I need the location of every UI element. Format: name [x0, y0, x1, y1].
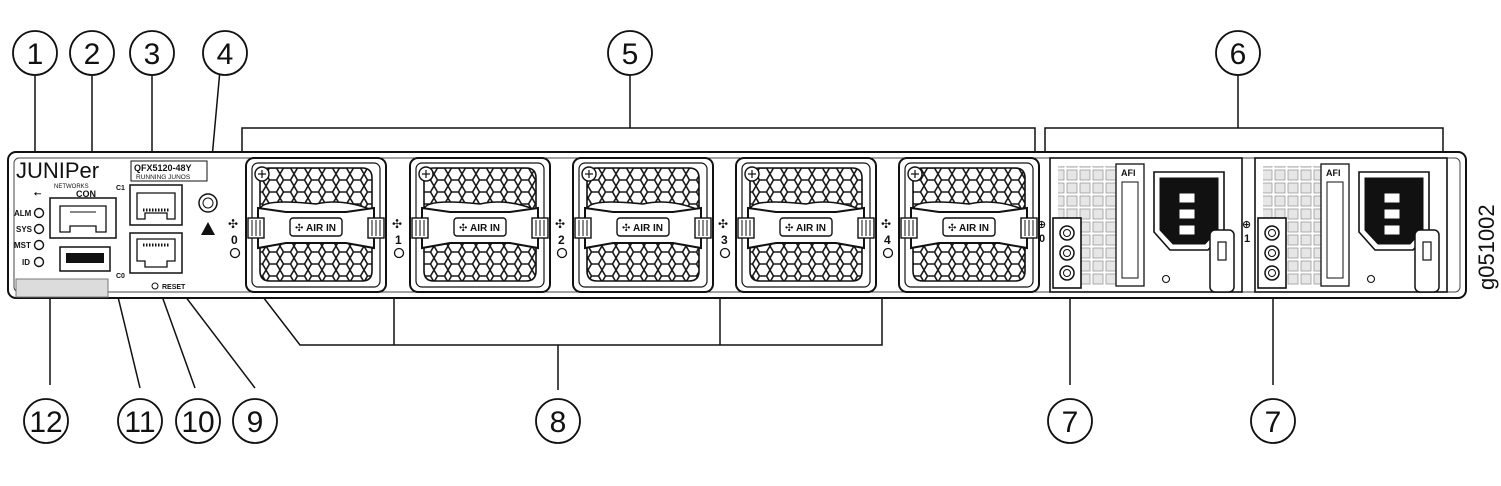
callout-10: 10 — [181, 406, 214, 439]
air-in-label: AIR IN — [470, 223, 500, 234]
fan-number: 2 — [558, 233, 565, 247]
model-name: QFX5120-48Y — [134, 163, 192, 173]
c0-label: C0 — [116, 273, 125, 280]
callout-2: 2 — [84, 38, 101, 71]
psu-0[interactable]: AFI — [1049, 157, 1243, 293]
fan-led-4 — [882, 247, 894, 259]
air-in-label: AIR IN — [959, 223, 989, 234]
fan-status-icon: ✣ — [718, 217, 728, 231]
led-label-sys: SYS — [16, 225, 33, 234]
model-sub: RUNNING JUNOS — [136, 174, 191, 181]
air-in-label: AIR IN — [306, 223, 336, 234]
led-label-mst: MST — [14, 241, 31, 250]
fan-module-4[interactable]: ✣AIR IN — [898, 157, 1040, 293]
fan-led-0 — [229, 247, 241, 259]
fan-number: 3 — [721, 233, 728, 247]
callout-6: 6 — [1230, 38, 1247, 71]
c1-label: C1 — [116, 185, 125, 192]
fan-icon: ✣ — [622, 223, 630, 234]
fan-number: 0 — [231, 233, 238, 247]
callout-12: 12 — [29, 406, 62, 439]
graphic-id: g051002 — [1474, 204, 1499, 290]
fan-module-0[interactable]: ✣AIR IN — [245, 157, 387, 293]
callout-11: 11 — [124, 406, 155, 439]
fan-led-2 — [556, 247, 568, 259]
power-icon: ⊕ — [1037, 219, 1046, 231]
callout-numbers: 1 2 3 4 5 6 7 7 12 11 10 9 8 — [27, 38, 1282, 439]
air-in-label: AIR IN — [796, 223, 826, 234]
console-port — [49, 197, 117, 239]
callout-circles — [12, 30, 1296, 444]
psu-1[interactable]: AFI — [1254, 157, 1448, 293]
usb-symbol: ⭠ — [34, 188, 42, 198]
reset-button — [151, 282, 159, 290]
callout-9: 9 — [247, 406, 264, 439]
air-in-label: AIR IN — [633, 223, 663, 234]
fan-icon: ✣ — [295, 223, 303, 234]
serial-label-tab — [15, 278, 109, 298]
logo-networks: NETWORKS — [54, 184, 89, 190]
afi-label: AFI — [1326, 168, 1341, 178]
fan-module-3[interactable]: ✣AIR IN — [735, 157, 877, 293]
led-sys — [33, 223, 45, 235]
fan-led-1 — [393, 247, 405, 259]
reset-label: RESET — [162, 284, 186, 291]
callout-7b: 7 — [1265, 406, 1282, 439]
led-mst — [33, 239, 45, 251]
psu-number: 1 — [1244, 233, 1250, 245]
fan-module-2[interactable]: ✣AIR IN — [572, 157, 714, 293]
callout-7a: 7 — [1062, 406, 1079, 439]
led-alm — [33, 207, 45, 219]
fan-icon: ✣ — [785, 223, 793, 234]
fan-icon: ✣ — [948, 223, 956, 234]
power-supplies: AFI ⊕ 0 AFI ⊕ 1 — [1037, 157, 1448, 293]
fan-led-3 — [719, 247, 731, 259]
callout-5: 5 — [622, 38, 639, 71]
led-label-id: ID — [22, 258, 30, 267]
fan-number: 4 — [884, 233, 891, 247]
led-id — [33, 256, 45, 268]
mgmt-port-c0 — [129, 232, 183, 274]
fan-status-icon: ✣ — [392, 217, 402, 231]
psu-number: 0 — [1039, 233, 1045, 245]
con-label: CON — [76, 189, 96, 199]
fan-number: 1 — [395, 233, 402, 247]
esd-icon — [201, 222, 215, 235]
mgmt-port-c1 — [129, 184, 183, 226]
fan-icon: ✣ — [459, 223, 467, 234]
callout-8: 8 — [550, 406, 567, 439]
led-label-alm: ALM — [14, 209, 32, 218]
callout-4: 4 — [217, 38, 234, 71]
fan-module-1[interactable]: ✣AIR IN — [409, 157, 551, 293]
fan-status-icon: ✣ — [881, 217, 891, 231]
control-panel: JUNIPer NETWORKS ⭠ CON C1 C0 ALM SYS MST… — [14, 158, 218, 298]
fan-status-icon: ✣ — [555, 217, 565, 231]
afi-label: AFI — [1121, 168, 1136, 178]
juniper-logo: JUNIPer — [16, 158, 99, 183]
callout-3: 3 — [144, 38, 161, 71]
fan-modules: ✣AIR IN✣0✣AIR IN✣1✣AIR IN✣2✣AIR IN✣3✣AIR… — [228, 157, 1040, 293]
fan-status-icon: ✣ — [228, 217, 238, 231]
power-icon: ⊕ — [1242, 219, 1251, 231]
callout-1: 1 — [27, 38, 44, 71]
